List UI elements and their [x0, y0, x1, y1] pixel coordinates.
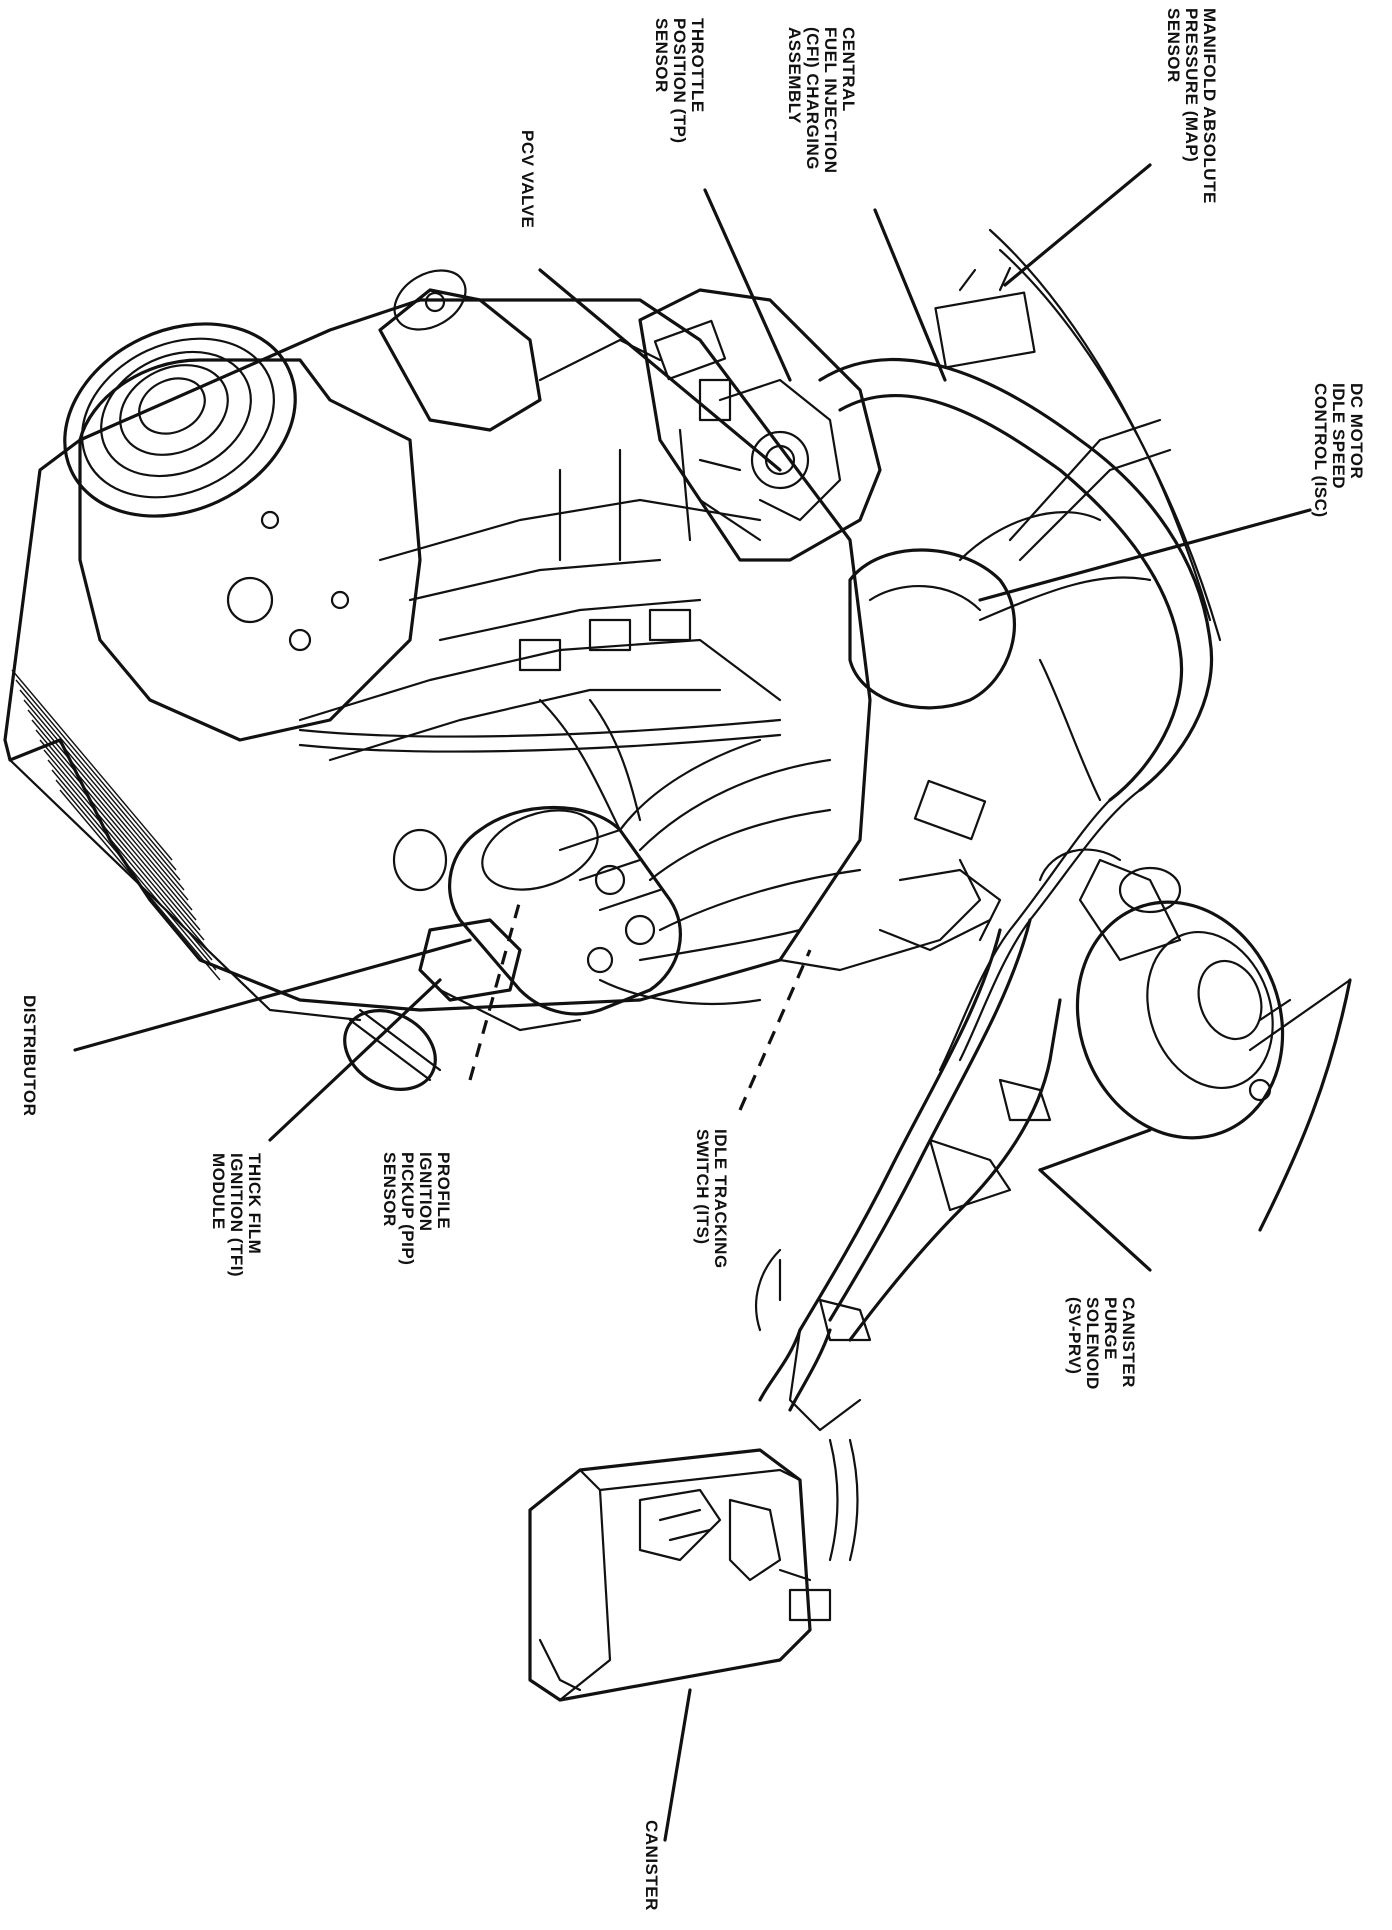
- label-distributor: DISTRIBUTOR: [20, 995, 39, 1117]
- label-map-sensor: MANIFOLD ABSOLUTE PRESSURE (MAP) SENSOR: [1164, 8, 1219, 204]
- lower-bracket: [778, 779, 1002, 972]
- label-purge-solenoid: CANISTER PURGE SOLENOID (SV-PRV): [1065, 1297, 1138, 1390]
- isc-motor: [848, 418, 1172, 710]
- label-tp-sensor: THROTTLE POSITION (TP) SENSOR: [652, 18, 707, 144]
- leader-distributor: [73, 938, 472, 1052]
- brake-booster: [1038, 848, 1285, 1140]
- leader-tp: [703, 188, 792, 382]
- fender: [988, 228, 1352, 1232]
- block-fins: [11, 669, 221, 981]
- distributor: [343, 806, 682, 1091]
- leader-canister: [663, 1688, 692, 1842]
- thermostat-housing: [378, 269, 662, 432]
- leader-purge: [1038, 1168, 1152, 1272]
- canister: [528, 1448, 832, 1702]
- leader-tfi: [268, 978, 442, 1142]
- leader-pip: [468, 899, 522, 1081]
- label-pcv-valve: PCV VALVE: [518, 130, 537, 229]
- label-pip: PROFILE IGNITION PICKUP (PIP) SENSOR: [380, 1152, 453, 1266]
- front-pulley: [63, 322, 422, 742]
- label-its: IDLE TRACKING SWITCH (ITS): [693, 1129, 730, 1269]
- purge-line: [755, 918, 1062, 1562]
- leader-isc: [978, 508, 1312, 602]
- leader-cfi: [873, 208, 947, 382]
- engine-block: [3, 298, 872, 1022]
- leader-its: [738, 949, 812, 1111]
- leader-purge-2: [1038, 1128, 1152, 1172]
- cfi-assembly: [638, 266, 1036, 562]
- leader-map: [1003, 163, 1152, 287]
- label-cfi: CENTRAL FUEL INJECTION (CFI) CHARGING AS…: [785, 27, 858, 174]
- leader-pcv: [538, 268, 782, 472]
- leader-lines: [73, 163, 1312, 1842]
- label-canister: CANISTER: [642, 1820, 661, 1911]
- label-isc: DC MOTOR IDLE SPEED CONTROL (ISC): [1311, 383, 1366, 518]
- label-tfi: THICK FILM IGNITION (TFI) MODULE: [209, 1153, 264, 1278]
- harness: [298, 357, 1213, 1072]
- plug-wires: [538, 698, 862, 1005]
